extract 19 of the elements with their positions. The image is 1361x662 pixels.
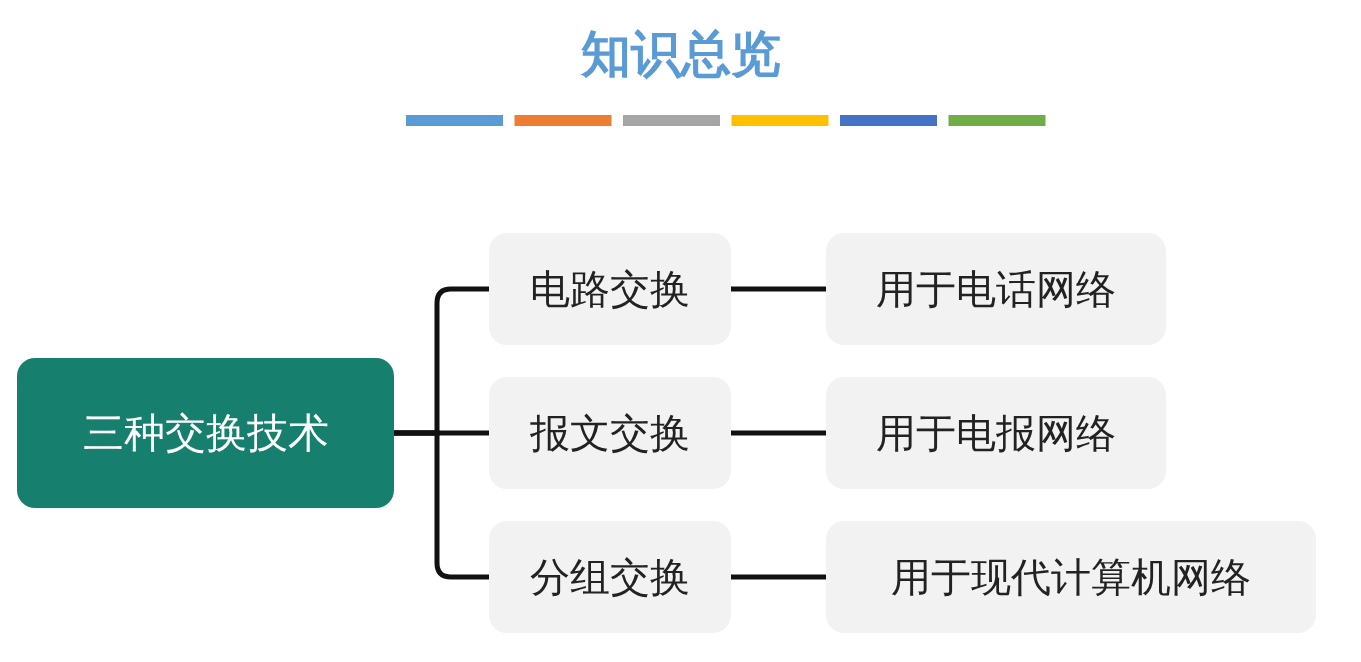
item-box [826,377,1166,489]
connector-line [394,430,489,580]
node-text: 用于电话网络 [876,264,1116,314]
item-box [489,521,731,633]
connector-line [731,574,826,580]
connector-line [731,286,826,292]
item-box [826,233,1166,345]
item-box [489,233,731,345]
connector-line [731,430,826,436]
item-box [489,377,731,489]
node-text: 报文交换 [530,408,690,458]
node-text: 三种交换技术 [82,407,329,459]
title: 知识总览 [579,23,782,85]
node-text: 用于现代计算机网络 [891,552,1251,602]
node-text: 用于电报网络 [876,408,1116,458]
topic-box [17,358,394,508]
node-text: 分组交换 [530,552,690,602]
node-text: 电路交换 [530,264,690,314]
item-box [826,521,1316,633]
